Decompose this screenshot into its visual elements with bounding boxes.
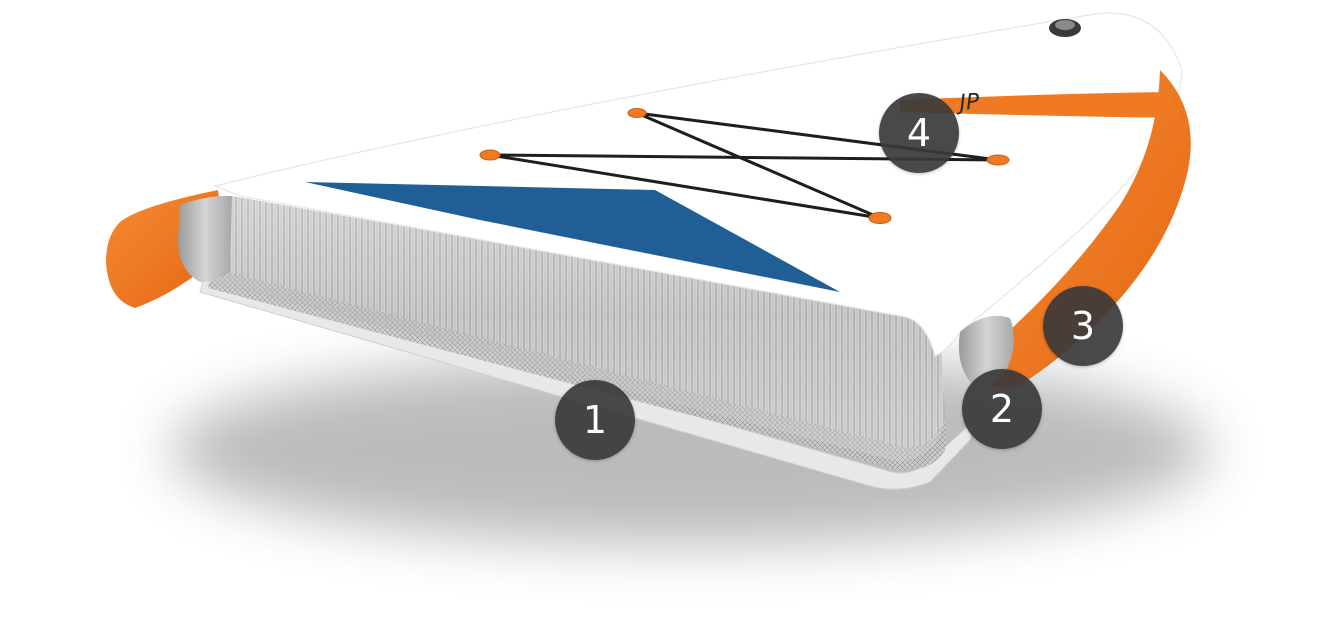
right-inner-tube bbox=[958, 315, 1014, 387]
callout-marker-1: 1 bbox=[555, 380, 635, 460]
air-valve-icon bbox=[1049, 19, 1081, 37]
core-shading bbox=[210, 196, 945, 462]
nose-stripe bbox=[900, 92, 1180, 118]
callout-marker-2: 2 bbox=[962, 369, 1042, 449]
callout-marker-4: 4 bbox=[879, 93, 959, 173]
deck-pad bbox=[305, 182, 840, 292]
right-rail-tube bbox=[989, 70, 1191, 389]
bungee-anchors bbox=[479, 108, 1010, 224]
board-shadow bbox=[170, 355, 1210, 545]
callout-marker-3: 3 bbox=[1043, 286, 1123, 366]
left-inner-tube bbox=[178, 195, 232, 282]
